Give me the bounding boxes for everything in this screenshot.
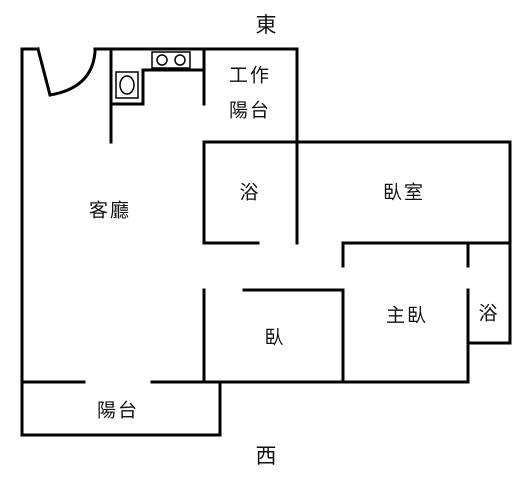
compass-east-label: 東 (256, 13, 277, 37)
bedroom-label: 臥室 (383, 182, 425, 204)
work-balcony-label-2: 陽台 (229, 100, 271, 122)
sink-basin-icon (119, 75, 135, 95)
walls (20, 47, 512, 437)
small-bedroom-label: 臥 (264, 327, 285, 349)
stove-burner-icon (156, 54, 168, 66)
bath1-label: 浴 (239, 182, 260, 204)
bath2-label: 浴 (478, 303, 499, 325)
sink-icon (115, 71, 139, 99)
balcony-label: 陽台 (97, 400, 139, 422)
entry-door-swing (36, 47, 97, 97)
stove-icon (151, 51, 191, 69)
stove-burner-icon (174, 54, 186, 66)
kitchen-fixtures (115, 51, 191, 99)
compass-west-label: 西 (256, 444, 277, 468)
living-room-label: 客廳 (89, 200, 131, 222)
master-bedroom-label: 主臥 (386, 305, 428, 327)
work-balcony-label-1: 工作 (229, 65, 271, 87)
